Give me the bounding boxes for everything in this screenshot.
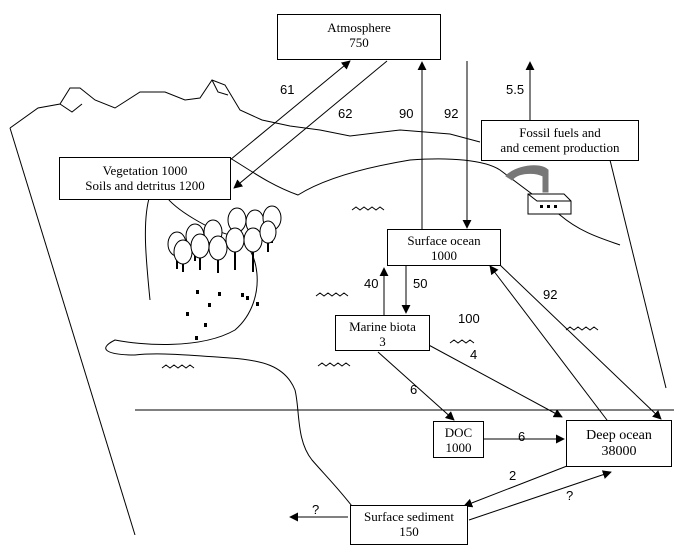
- flow-label-40: 40: [364, 277, 378, 290]
- shore-left: [145, 195, 150, 300]
- wave-icon: [316, 293, 348, 296]
- flow-label-5-5: 5.5: [506, 83, 524, 96]
- flow-label-92-atm: 92: [444, 107, 458, 120]
- tree-icon: [191, 234, 209, 270]
- deep-ocean-box: Deep ocean 38000: [566, 420, 672, 467]
- surface-ocean-box: Surface ocean 1000: [387, 229, 501, 266]
- surface-sediment-label: Surface sediment: [351, 509, 467, 524]
- vegetation-box: Vegetation 1000 Soils and detritus 1200: [59, 157, 231, 200]
- wave-icon: [450, 340, 474, 343]
- flow-label-4: 4: [470, 348, 477, 361]
- flow-label-90: 90: [399, 107, 413, 120]
- flow-label-6-biota: 6: [410, 383, 417, 396]
- vegetation-label: Vegetation 1000: [60, 163, 230, 178]
- deep-ocean-value: 38000: [567, 444, 671, 460]
- soils-label: Soils and detritus 1200: [60, 178, 230, 193]
- factory-icon: [506, 166, 571, 214]
- arrow-biota-to-deep: [425, 343, 562, 417]
- flow-label-100: 100: [458, 312, 480, 325]
- flow-label-61: 61: [280, 83, 294, 96]
- flow-label-question-deep: ?: [566, 489, 573, 502]
- atmosphere-box: Atmosphere 750: [277, 14, 441, 60]
- marine-biota-label: Marine biota: [336, 319, 429, 334]
- wave-icon: [162, 365, 194, 368]
- atmosphere-value: 750: [278, 35, 440, 50]
- wave-icon: [352, 207, 384, 210]
- wave-icon: [566, 327, 598, 330]
- tree-icon: [260, 221, 276, 252]
- marine-biota-box: Marine biota 3: [335, 315, 430, 351]
- fossil-fuels-label-2: and cement production: [482, 140, 638, 155]
- mountain-detail-2: [60, 104, 82, 112]
- surface-ocean-label: Surface ocean: [388, 233, 500, 248]
- doc-label: DOC: [434, 425, 483, 440]
- fossil-fuels-box: Fossil fuels and and cement production: [481, 120, 639, 161]
- tree-icon: [244, 228, 262, 272]
- block-right-edge: [610, 160, 666, 388]
- flow-label-question-burial: ?: [312, 503, 319, 516]
- arrow-vegetation-to-atmosphere: [230, 61, 350, 160]
- flow-label-6-doc: 6: [518, 430, 525, 443]
- surface-sediment-value: 150: [351, 524, 467, 539]
- flow-label-62: 62: [338, 107, 352, 120]
- surface-sediment-box: Surface sediment 150: [350, 505, 468, 545]
- fossil-fuels-label-1: Fossil fuels and: [482, 125, 638, 140]
- trees: [168, 206, 281, 273]
- flow-label-2: 2: [509, 469, 516, 482]
- tree-icon: [209, 236, 227, 273]
- doc-box: DOC 1000: [433, 421, 484, 458]
- wave-icon: [318, 363, 350, 366]
- mountain-detail: [212, 80, 228, 95]
- doc-value: 1000: [434, 440, 483, 455]
- marine-biota-value: 3: [336, 334, 429, 349]
- deep-ocean-label: Deep ocean: [567, 428, 671, 444]
- flow-label-50: 50: [413, 277, 427, 290]
- surface-ocean-value: 1000: [388, 248, 500, 263]
- atmosphere-label: Atmosphere: [278, 20, 440, 35]
- tree-icon: [226, 228, 244, 270]
- flow-label-92-deep: 92: [543, 288, 557, 301]
- arrow-surface-to-deep: [500, 265, 661, 419]
